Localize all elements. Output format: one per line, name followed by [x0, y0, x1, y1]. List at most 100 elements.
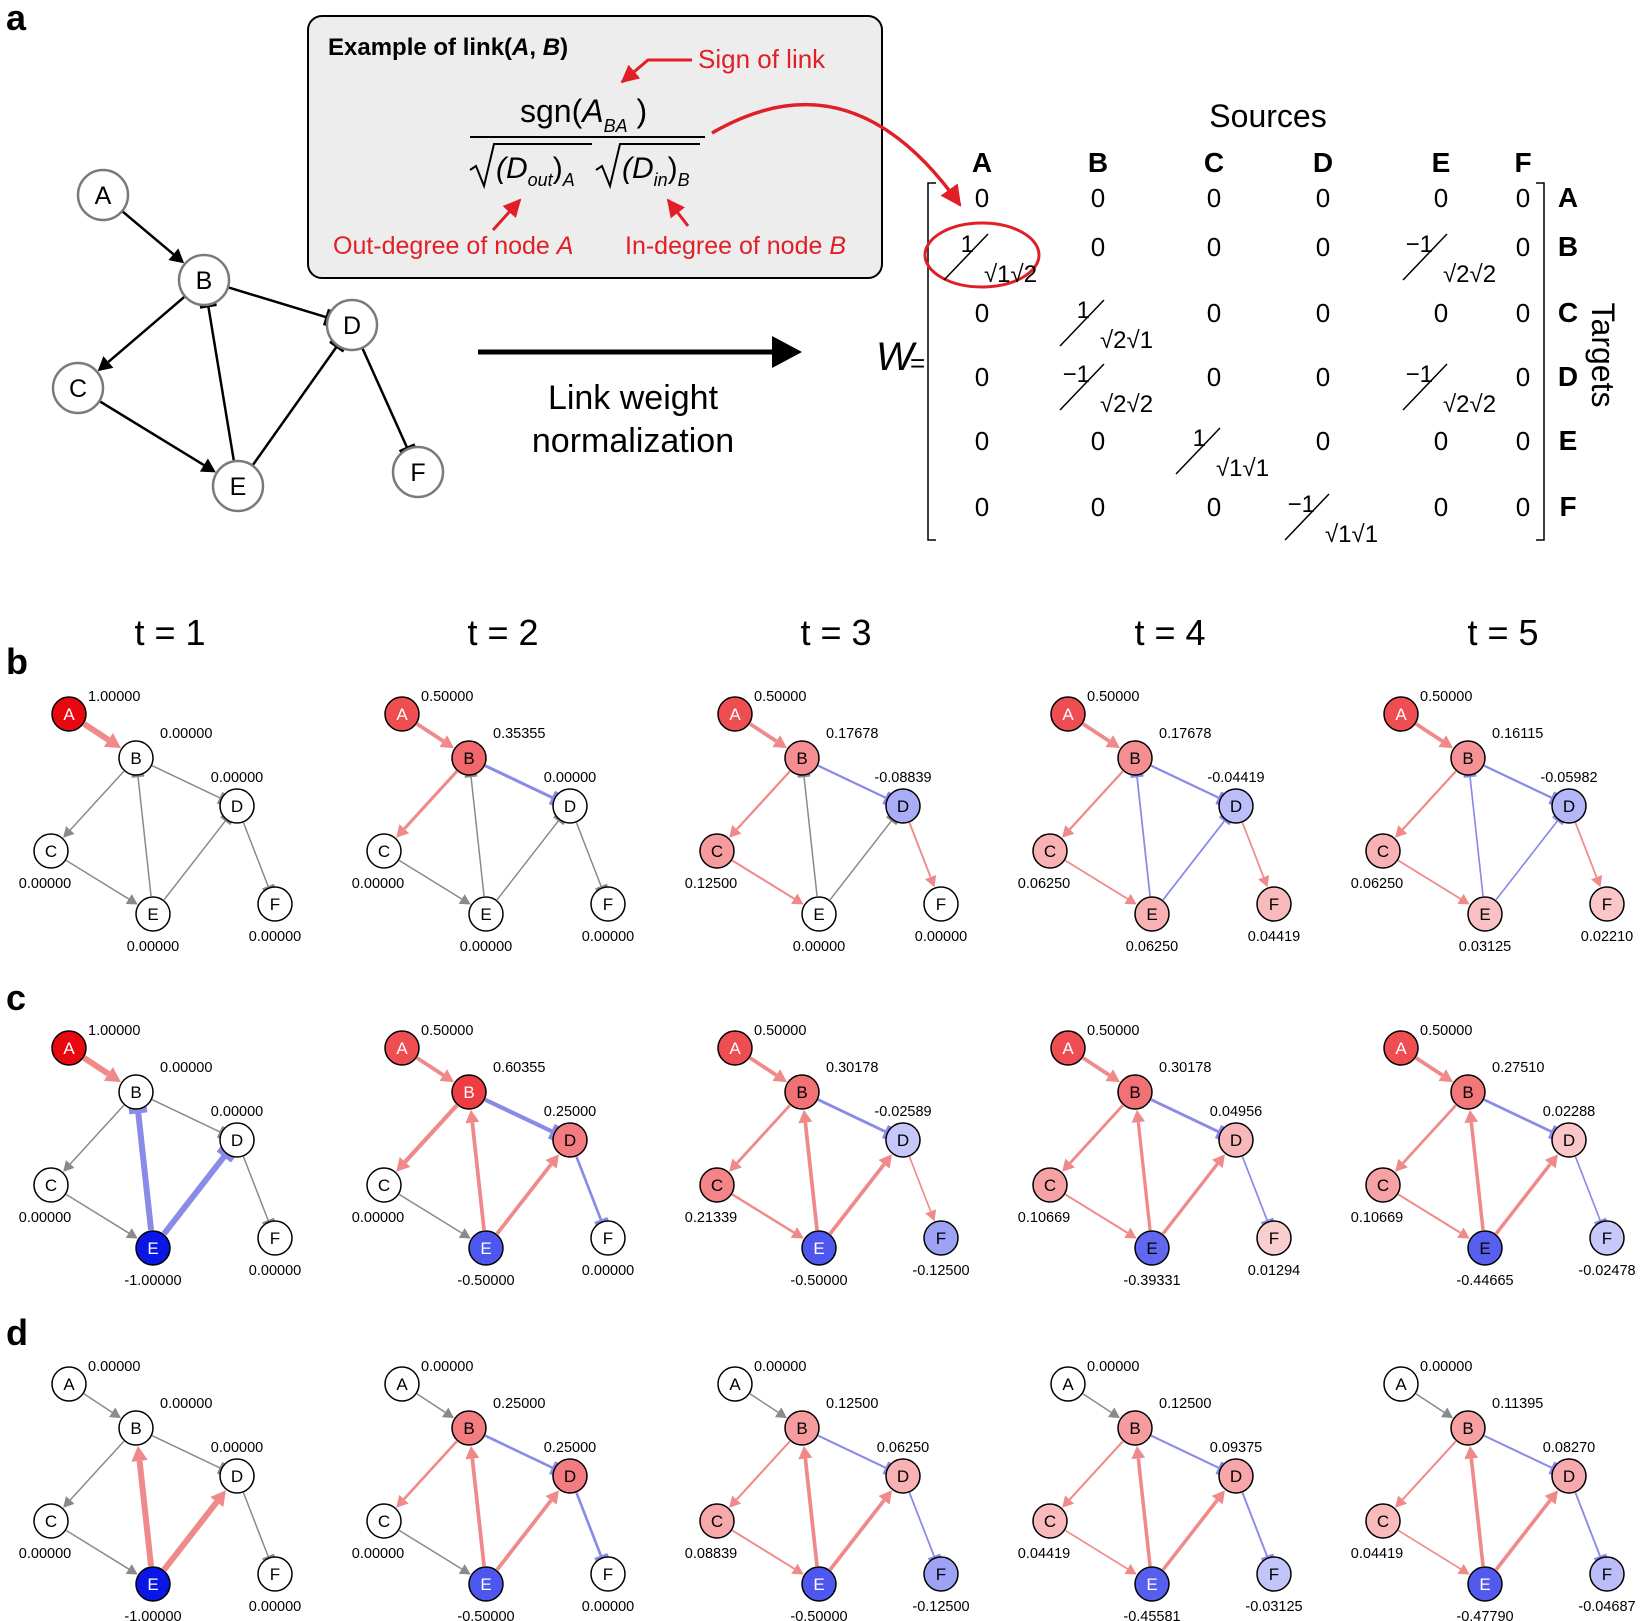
- out-degree-arrow: [491, 198, 522, 232]
- edge-e-b: [1469, 1122, 1485, 1231]
- edge-b-c-head: [396, 1494, 409, 1508]
- matrix-cell: 0: [1516, 183, 1530, 213]
- node-value-label: -0.50000: [457, 1609, 514, 1621]
- edge-d-f-head: [924, 874, 937, 888]
- base-node-d: D: [325, 298, 379, 352]
- edge-b-d-bar: [881, 1125, 892, 1140]
- edge-d-f: [908, 822, 932, 878]
- node-value-label: 0.00000: [1087, 1359, 1139, 1375]
- node-d: D0.09375: [1210, 1440, 1262, 1494]
- node-d: D-0.04419: [1207, 770, 1265, 824]
- edge-e-d-head: [878, 1154, 892, 1169]
- node-letter: B: [463, 749, 474, 768]
- edge-d-f: [242, 1156, 270, 1222]
- node-letter: E: [480, 1575, 491, 1594]
- node-value-label: 0.02210: [1581, 929, 1633, 945]
- node-letter: C: [378, 1176, 390, 1195]
- node-c: C0.10669: [1351, 1167, 1403, 1226]
- base-edge-d-f: [361, 348, 409, 449]
- matrix-cell: 0: [1516, 298, 1530, 328]
- panel-label-c: c: [6, 977, 26, 1018]
- edge-e-d: [496, 819, 560, 901]
- matrix-cell: 0: [975, 183, 989, 213]
- node-letter: D: [1563, 1467, 1575, 1486]
- edge-d-f-bar: [1261, 1217, 1274, 1225]
- matrix-cell: 1√1√2: [943, 231, 1037, 288]
- node-value-label: -0.03125: [1245, 1599, 1302, 1615]
- matrix-cell-denominator: √2√2: [1443, 261, 1496, 288]
- node-letter: C: [1377, 1512, 1389, 1531]
- node-e: E0.00000: [460, 896, 512, 955]
- node-letter: E: [480, 1239, 491, 1258]
- node-d: D0.02288: [1543, 1104, 1595, 1158]
- node-c: C0.00000: [19, 1503, 71, 1562]
- edge-e-d-head: [1212, 1154, 1225, 1169]
- node-value-label: 0.11395: [1492, 1396, 1543, 1412]
- node-a: A0.50000: [1050, 689, 1139, 732]
- edge-a-b: [749, 1056, 778, 1077]
- edge-b-d-bar: [216, 792, 225, 805]
- edge-b-c-head: [1062, 1495, 1075, 1508]
- edge-e-b-head: [1131, 1109, 1145, 1123]
- matrix-cell-denominator: √2√2: [1100, 391, 1153, 418]
- edge-a-b: [1082, 722, 1111, 743]
- node-d: D-0.02589: [874, 1104, 932, 1158]
- node-letter: B: [130, 749, 141, 768]
- edge-e-d-bar: [220, 815, 232, 826]
- edge-a-b-head: [1438, 1069, 1453, 1083]
- edge-b-c: [736, 1104, 791, 1164]
- matrix-cell: 0: [975, 426, 989, 456]
- edge-e-d-bar: [216, 1145, 236, 1163]
- edge-b-c: [69, 770, 125, 831]
- matrix-cell: 0: [1434, 492, 1448, 522]
- node-value-label: 0.00000: [582, 1263, 634, 1279]
- matrix-cell: −1√1√1: [1284, 491, 1378, 548]
- matrix-left-bracket: [927, 182, 936, 541]
- network-b-t1: A1.00000B0.00000C0.00000D0.00000E0.00000…: [19, 689, 301, 955]
- node-value-label: 0.00000: [582, 1599, 634, 1615]
- node-value-label: 1.00000: [88, 1023, 140, 1039]
- edge-b-c: [1069, 1104, 1124, 1164]
- node-letter: B: [796, 1083, 807, 1102]
- base-edge-e-d: [252, 345, 338, 466]
- node-value-label: 0.16115: [1492, 726, 1543, 742]
- edge-e-b: [137, 775, 152, 897]
- node-value-label: 0.35355: [493, 726, 545, 742]
- node-letter: E: [147, 1239, 158, 1258]
- node-letter: E: [813, 1239, 824, 1258]
- edge-b-d: [1483, 1098, 1554, 1134]
- edge-d-f: [908, 1156, 932, 1212]
- edge-c-e-head: [458, 1228, 471, 1239]
- node-value-label: 0.25000: [493, 1396, 545, 1412]
- node-value-label: 0.00000: [160, 1396, 212, 1412]
- node-letter: A: [63, 705, 75, 724]
- svg-text:0: 0: [1207, 232, 1221, 262]
- base-edge-c-e-head: [199, 458, 216, 473]
- node-d: D0.00000: [211, 1104, 263, 1158]
- matrix-cell: 0: [1207, 232, 1221, 262]
- edge-e-d-head: [878, 1490, 892, 1505]
- node-value-label: 0.02288: [1543, 1104, 1595, 1120]
- edge-e-d-head: [210, 1490, 226, 1508]
- edge-c-e: [398, 1529, 463, 1570]
- matrix-cell: 0: [1207, 298, 1221, 328]
- edge-e-b: [1469, 1458, 1485, 1567]
- edge-e-b-bar: [464, 773, 478, 778]
- svg-text:0: 0: [1434, 183, 1448, 213]
- node-c: C0.00000: [19, 833, 71, 892]
- edge-a-b-head: [1108, 1407, 1120, 1419]
- edge-c-e-head: [1124, 1227, 1137, 1239]
- edge-c-e-head: [791, 893, 804, 905]
- edge-c-e: [1064, 1193, 1128, 1234]
- out-degree-annotation: Out-degree of node A: [333, 232, 573, 260]
- matrix-row-header: D: [1558, 361, 1578, 392]
- node-value-label: 0.00000: [160, 1060, 212, 1076]
- node-letter: F: [270, 1565, 280, 1584]
- edge-b-c-head: [729, 1158, 742, 1172]
- edge-b-d: [1150, 1434, 1221, 1470]
- svg-text:0: 0: [1434, 426, 1448, 456]
- node-value-label: 0.03125: [1459, 939, 1511, 955]
- edge-b-d: [1483, 764, 1554, 800]
